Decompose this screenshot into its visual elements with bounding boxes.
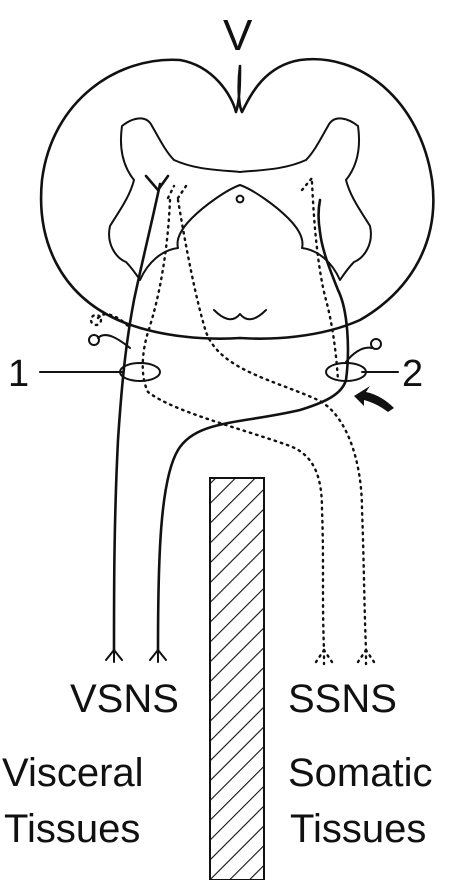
ganglion-cell-left xyxy=(98,335,130,348)
central-canal xyxy=(237,196,244,203)
vsns-label: VSNS xyxy=(70,677,179,721)
site-1-ellipse xyxy=(120,363,160,381)
somatic-tissue-endings xyxy=(316,650,374,664)
somatic-tissues-label: Tissues xyxy=(290,807,426,851)
ganglion-cell-left-dotted xyxy=(98,314,128,326)
ventral-label: V xyxy=(223,11,253,60)
visceral-afferent-fiber-a xyxy=(114,184,160,650)
ganglion-soma-left xyxy=(89,335,99,345)
hatched-barrier xyxy=(210,478,264,880)
ssns-label: SSNS xyxy=(288,677,397,721)
visceral-label: Visceral xyxy=(2,751,144,795)
somatic-afferent-fiber-b xyxy=(178,200,366,650)
ganglion-soma-left-dotted xyxy=(91,315,101,325)
ganglion-soma-right xyxy=(371,339,381,349)
grey-matter xyxy=(109,118,371,280)
label-1: 1 xyxy=(8,353,29,395)
visceral-dorsal-branch xyxy=(146,176,168,190)
label-2: 2 xyxy=(402,353,423,395)
ganglion-cell-right xyxy=(346,348,372,362)
ventral-fissure xyxy=(214,310,266,319)
visceral-tissue-endings xyxy=(106,650,166,662)
somatic-label: Somatic xyxy=(288,751,433,795)
visceral-tissues-label: Tissues xyxy=(4,807,140,851)
arrow-icon xyxy=(354,386,394,412)
